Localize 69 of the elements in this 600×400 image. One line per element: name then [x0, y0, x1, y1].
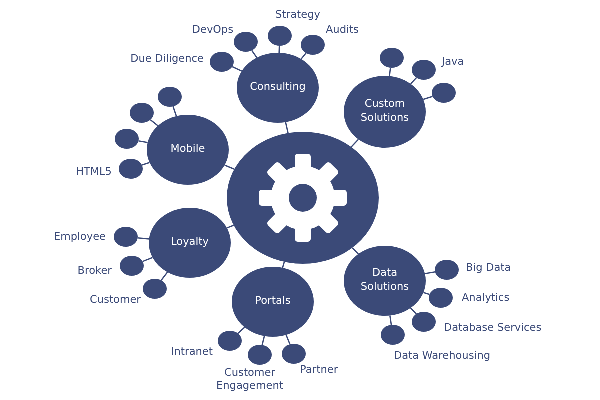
leaf-circle [158, 87, 182, 107]
connector-line [251, 50, 258, 58]
item-label: DevOps [191, 24, 235, 38]
topic-label: Data Solutions [360, 267, 410, 295]
item-label: Database Services [444, 322, 542, 336]
topic-label: Mobile [170, 143, 206, 157]
connector-line [138, 140, 148, 144]
connector-line [410, 77, 418, 85]
leaf-circle [282, 344, 306, 364]
leaf-circle [381, 325, 405, 345]
topic-label: Portals [255, 295, 291, 309]
leaf-circle [268, 26, 292, 46]
item-label: Data Warehousing [394, 350, 491, 364]
connector-line [425, 271, 436, 275]
item-label: Employee [54, 231, 106, 244]
connector-line [286, 334, 291, 345]
item-label: Broker [78, 265, 112, 278]
leaf-circle [248, 345, 272, 365]
leaf-circle [432, 83, 456, 103]
topic-label: Consulting [250, 81, 306, 95]
leaf-circle [301, 35, 325, 55]
connector-line [389, 68, 392, 76]
leaf-circle [234, 32, 258, 52]
item-label: Customer Engagement [216, 367, 284, 394]
leaf-circle [218, 331, 242, 351]
connector-line [282, 262, 286, 268]
connector-line [150, 119, 159, 126]
connector-line [226, 224, 234, 229]
leaf-circle [119, 159, 143, 179]
connector-line [262, 336, 266, 346]
connector-line [138, 237, 150, 240]
connector-line [423, 292, 430, 296]
leaf-circle [130, 103, 154, 123]
item-label: Customer [90, 294, 141, 308]
leaf-circle [143, 279, 167, 299]
connector-line [352, 248, 360, 255]
connector-line [160, 272, 168, 281]
leaf-circle [114, 227, 138, 247]
topic-label: Custom Solutions [360, 98, 410, 126]
connector-line [142, 162, 150, 166]
topic-circle [344, 246, 426, 316]
connector-line [351, 139, 360, 148]
leaf-circle [120, 256, 144, 276]
connector-line [423, 96, 433, 100]
leaf-circle [115, 129, 139, 149]
connector-line [238, 327, 246, 334]
connector-line [390, 316, 392, 326]
leaf-circle [412, 312, 436, 332]
item-label: Analytics [462, 292, 510, 306]
item-label: Partner [300, 364, 338, 378]
leaf-circle [412, 60, 436, 80]
item-label: Strategy [274, 9, 322, 22]
topic-label: Loyalty [171, 236, 209, 250]
connector-line [300, 52, 307, 60]
item-label: Due Diligence [130, 53, 204, 66]
item-label: HTML5 [76, 166, 112, 180]
item-label: Java [442, 56, 464, 70]
leaf-circle [435, 260, 459, 280]
leaf-circle [210, 52, 234, 72]
connector-line [172, 106, 178, 117]
leaf-circle [429, 288, 453, 308]
item-label: Audits [326, 24, 360, 38]
connector-line [142, 257, 154, 262]
connector-line [232, 66, 242, 72]
connector-line [224, 164, 235, 170]
item-label: Big Data [466, 262, 512, 276]
leaf-circle [380, 48, 404, 68]
item-label: Intranet [171, 346, 213, 360]
connector-line [285, 122, 289, 134]
